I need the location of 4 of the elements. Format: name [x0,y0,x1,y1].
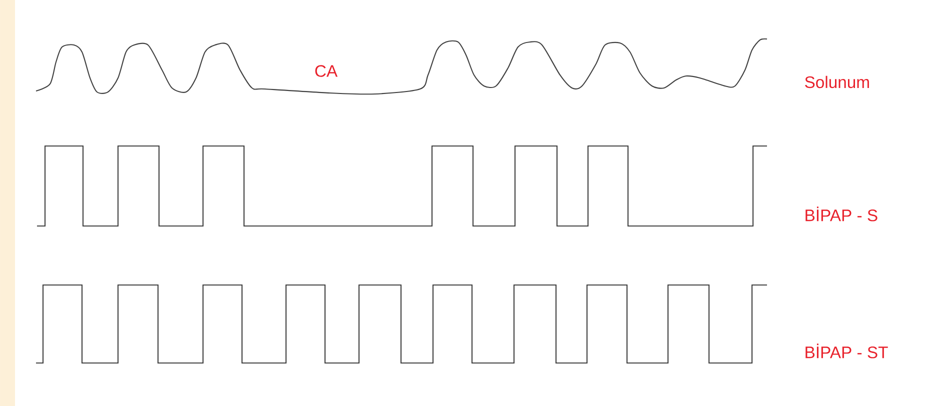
waveform-label: BİPAP - ST [806,344,888,358]
waveform-label: CA [315,65,338,77]
waveform-label: BİPAP - S [806,206,878,222]
waveform-label: Solunum [805,76,869,88]
